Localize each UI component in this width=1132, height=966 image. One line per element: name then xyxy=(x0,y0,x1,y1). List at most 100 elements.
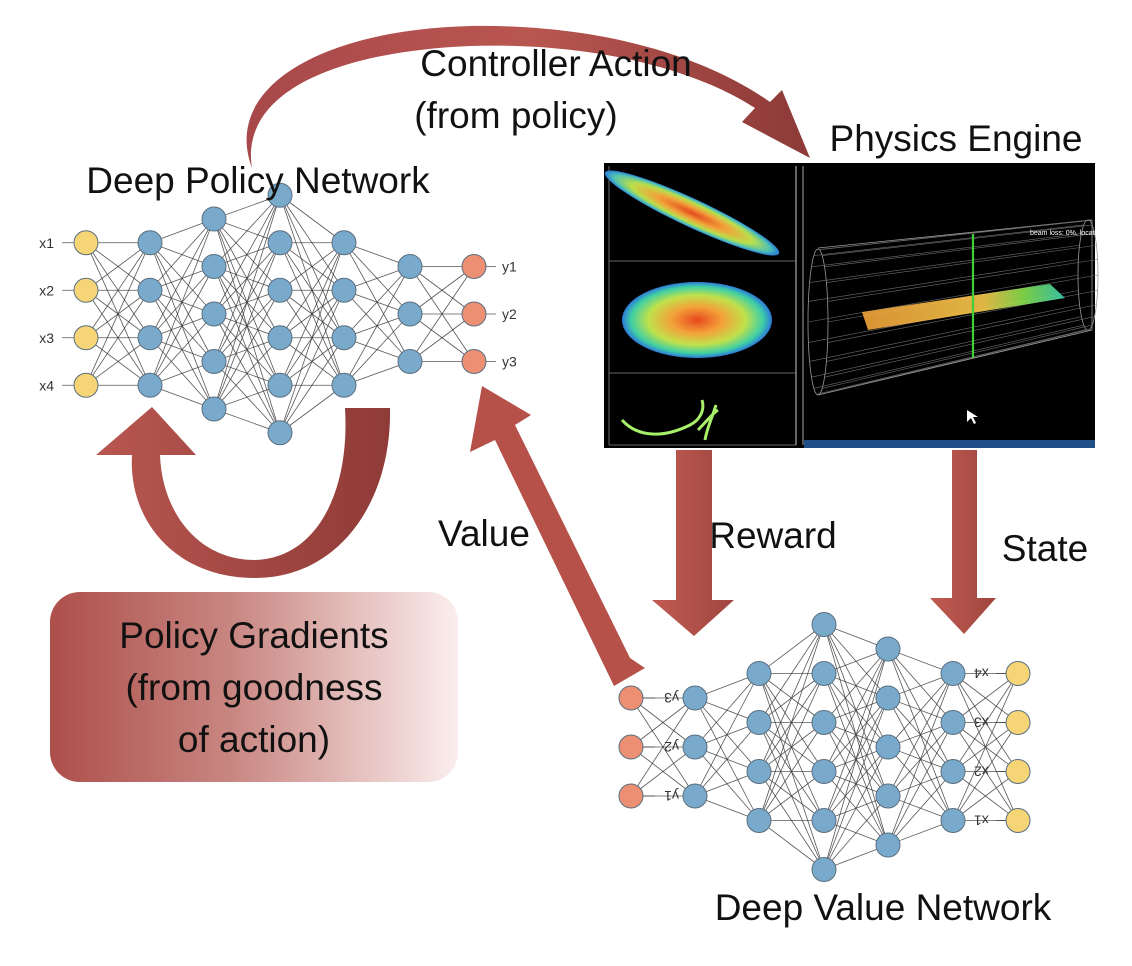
network-edge xyxy=(887,673,954,797)
network-node xyxy=(267,277,293,303)
beamline-3d-view: beam loss: 0%, location xyxy=(807,219,1104,424)
network-edge xyxy=(213,337,281,410)
network-node xyxy=(397,349,423,374)
network-node xyxy=(267,372,293,398)
network-edge xyxy=(694,673,760,748)
network-node xyxy=(682,685,708,711)
network-node xyxy=(618,685,644,711)
network-edge xyxy=(343,266,411,339)
phase-space-plot-1 xyxy=(604,170,780,256)
network-node xyxy=(267,325,293,351)
network-node xyxy=(940,808,966,833)
input-label: x4 xyxy=(39,377,54,393)
network-node xyxy=(73,372,99,398)
network-node xyxy=(746,710,772,735)
network-edge xyxy=(149,313,215,386)
network-edge xyxy=(409,313,475,362)
network-edge xyxy=(213,195,281,410)
trajectory-plot xyxy=(620,399,719,441)
network-edge xyxy=(85,337,151,386)
network-node xyxy=(73,277,99,303)
network-edge xyxy=(279,337,345,433)
network-edge xyxy=(85,242,151,338)
tube-line xyxy=(816,220,1087,251)
network-edge xyxy=(823,648,889,821)
tube-line xyxy=(819,329,1090,395)
network-edge xyxy=(213,195,281,362)
input-label: x2 xyxy=(39,282,54,298)
policy-network-title: Deep Policy Network xyxy=(86,160,430,201)
network-edge xyxy=(952,673,1019,723)
output-label: y2 xyxy=(502,306,517,322)
network-node xyxy=(811,857,837,882)
network-node xyxy=(267,420,293,446)
network-edge xyxy=(85,290,151,386)
output-label: y3 xyxy=(502,354,517,370)
network-edge xyxy=(409,266,475,362)
network-node xyxy=(137,372,163,398)
network-node xyxy=(397,254,423,279)
network-edge xyxy=(630,746,696,797)
tube-line xyxy=(811,316,1082,378)
tube-line xyxy=(813,324,1084,389)
network-node xyxy=(875,685,901,711)
network-node xyxy=(331,277,357,303)
network-node xyxy=(875,783,901,809)
network-node xyxy=(746,759,772,784)
tube-line xyxy=(808,259,1079,302)
network-edge xyxy=(279,242,345,433)
tube-line xyxy=(807,274,1079,323)
network-edge xyxy=(887,673,954,748)
policy-gradients-line1: Policy Gradients xyxy=(119,615,388,656)
network-node xyxy=(618,783,644,809)
output-label: x2 xyxy=(974,764,989,780)
beam-loss-annotation: beam loss: 0%, location xyxy=(1030,230,1104,237)
network-edge xyxy=(343,266,411,386)
value-arrow xyxy=(470,386,645,686)
network-edge xyxy=(823,648,889,870)
reward-arrow xyxy=(652,450,734,636)
controller-action-sublabel: (from policy) xyxy=(414,95,618,136)
phase-space-plot-2 xyxy=(622,282,772,358)
network-node xyxy=(875,636,901,662)
network-node xyxy=(811,759,837,784)
network-edge xyxy=(758,722,825,821)
network-node xyxy=(1005,661,1031,686)
network-node xyxy=(1005,710,1031,735)
physics-engine-label: Physics Engine xyxy=(830,118,1083,159)
network-node xyxy=(461,254,487,279)
tube-line xyxy=(824,316,1095,378)
output-label: x1 xyxy=(974,813,989,829)
network-edge xyxy=(149,218,215,338)
network-edge xyxy=(85,242,151,291)
network-edge xyxy=(149,218,215,386)
physics-engine-screenshot: beam loss: 0%, location xyxy=(604,163,1104,448)
controller-action-label: Controller Action xyxy=(420,43,691,84)
network-edge xyxy=(85,242,151,386)
network-edge xyxy=(213,195,281,315)
network-edge xyxy=(952,673,1019,772)
tube-line xyxy=(811,233,1082,268)
network-edge xyxy=(409,266,475,315)
network-node xyxy=(331,372,357,398)
policy-gradient-loop-arrow xyxy=(96,407,391,578)
network-edge xyxy=(887,673,954,846)
value-label: Value xyxy=(438,513,530,554)
network-edge xyxy=(758,624,825,772)
network-edge xyxy=(279,242,345,291)
network-edge xyxy=(887,722,954,846)
tube-line xyxy=(819,220,1090,251)
network-edge xyxy=(758,771,825,821)
policy-gradients-box: Policy Gradients (from goodness of actio… xyxy=(50,592,458,782)
network-node xyxy=(331,230,357,256)
tube-line xyxy=(809,244,1080,283)
network-node xyxy=(267,230,293,256)
network-node xyxy=(201,396,227,422)
network-edge xyxy=(758,820,825,870)
output-label: y1 xyxy=(502,259,517,275)
network-node xyxy=(201,349,227,374)
network-node xyxy=(73,325,99,351)
